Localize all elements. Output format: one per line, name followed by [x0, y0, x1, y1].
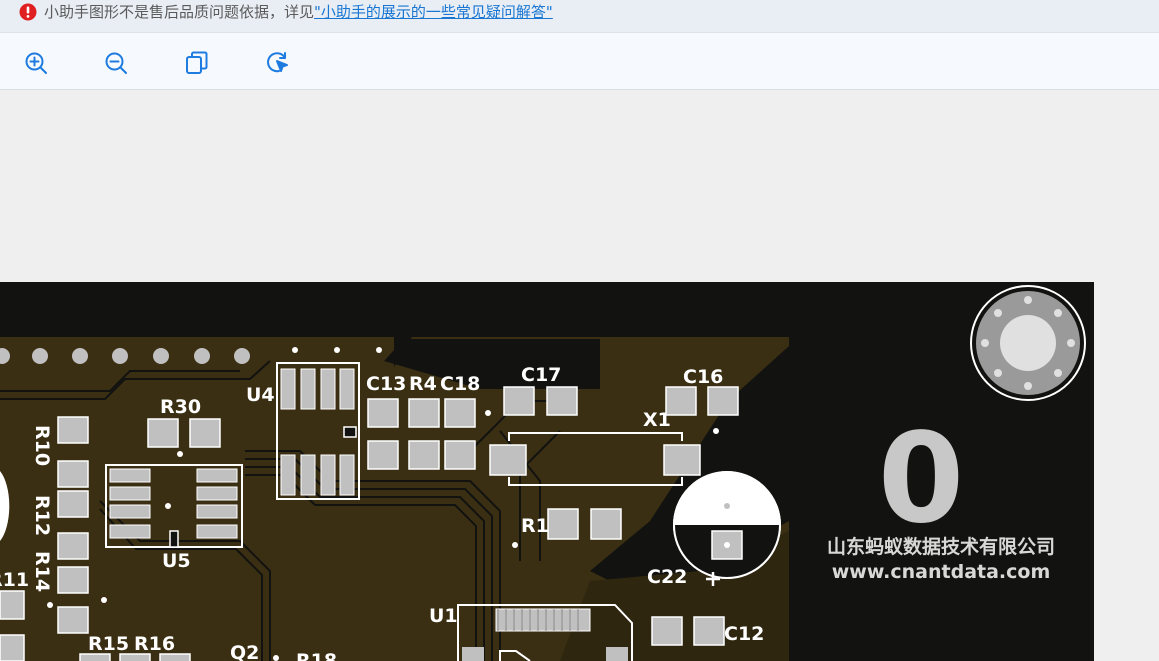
designator-labels: C13 R4 C18 C17 C16 X1 U4 R30 R10 R12 R14… — [0, 364, 764, 661]
reset-view-button[interactable] — [265, 50, 291, 76]
notice-message: 小助手图形不是售后品质问题依据，详见"小助手的展示的一些常见疑问解答" — [44, 2, 553, 22]
edge-component — [0, 471, 10, 541]
u4-footprint — [276, 362, 360, 500]
label-c18: C18 — [440, 373, 480, 395]
copy-button[interactable] — [184, 50, 210, 76]
notice-text: 小助手图形不是售后品质问题依据，详见 — [44, 3, 315, 21]
label-q2: Q2 — [230, 642, 259, 661]
pcb-board-render: 0 山东蚂蚁数据技术有限公司 www.cnantdata.com — [0, 282, 1094, 661]
smd-pads — [0, 386, 743, 661]
zoom-in-icon — [25, 52, 47, 74]
label-r1: R1 — [521, 515, 549, 537]
zoom-out-button[interactable] — [103, 50, 129, 76]
label-u1: U1 — [429, 605, 458, 627]
c22-capacitor — [673, 471, 781, 586]
board-big-digit: 0 — [878, 407, 964, 551]
vias — [47, 347, 719, 661]
label-c17: C17 — [521, 364, 561, 386]
label-r4: R4 — [409, 373, 437, 395]
label-x1: X1 — [643, 409, 671, 431]
toolbar — [0, 33, 1159, 90]
notice-bar: 小助手图形不是售后品质问题依据，详见"小助手的展示的一些常见疑问解答" — [0, 0, 1159, 33]
label-r18: R18 — [296, 650, 337, 661]
label-c22: C22 — [647, 566, 687, 588]
faq-link[interactable]: "小助手的展示的一些常见疑问解答" — [314, 3, 553, 21]
zoom-in-button[interactable] — [23, 50, 49, 76]
u1-footprint — [457, 604, 633, 661]
company-url-silkscreen: www.cnantdata.com — [832, 561, 1051, 583]
label-c13: C13 — [366, 373, 406, 395]
u5-footprint — [105, 464, 243, 548]
label-r30: R30 — [160, 396, 201, 418]
label-r10: R10 — [31, 425, 53, 466]
label-r16: R16 — [134, 633, 175, 655]
label-c12: C12 — [724, 623, 764, 645]
mounting-hole — [970, 285, 1086, 401]
label-r12: R12 — [31, 495, 53, 536]
warning-icon — [19, 3, 37, 21]
x1-outline — [508, 432, 683, 486]
locate-icon — [267, 52, 288, 73]
label-r11: R11 — [0, 569, 29, 591]
zoom-out-icon — [105, 52, 127, 74]
label-r15: R15 — [88, 633, 129, 655]
label-u4: U4 — [246, 384, 275, 406]
company-name-silkscreen: 山东蚂蚁数据技术有限公司 — [827, 535, 1055, 558]
copper-pour — [0, 337, 789, 661]
label-u5: U5 — [162, 550, 191, 572]
label-c16: C16 — [683, 366, 723, 388]
label-r14: R14 — [31, 551, 53, 592]
copy-icon — [186, 51, 208, 74]
header-holes — [0, 348, 250, 364]
board-viewer[interactable]: 0 山东蚂蚁数据技术有限公司 www.cnantdata.com — [0, 101, 1159, 661]
